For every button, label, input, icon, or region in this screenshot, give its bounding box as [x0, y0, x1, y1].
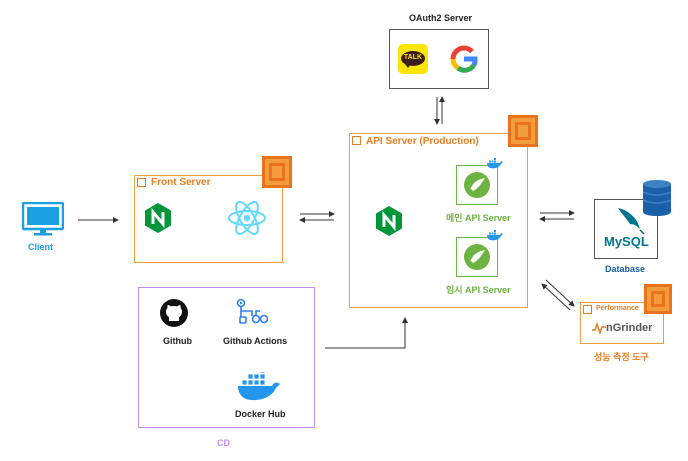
- oauth2-label: OAuth2 Server: [409, 13, 473, 23]
- front-server-label: Front Server: [151, 177, 211, 188]
- docker-hub-label: Docker Hub: [235, 409, 286, 419]
- nginx-icon: [145, 203, 171, 233]
- github-actions-icon: [236, 298, 268, 324]
- nginx-icon: [376, 206, 402, 236]
- database-label: Database: [605, 264, 646, 274]
- github-icon: [160, 299, 188, 327]
- github-actions-label: Github Actions: [223, 336, 288, 346]
- cd-label: CD: [217, 438, 230, 448]
- performance-tag-square: [583, 305, 592, 314]
- spring-icon: [464, 172, 490, 198]
- front-server-tag-square: [137, 178, 146, 187]
- spring-temp-box: [456, 237, 498, 277]
- mysql-icon: MySQL: [604, 208, 649, 249]
- api-server-tag-square: [352, 136, 361, 145]
- ngrinder-icon: [592, 322, 606, 334]
- perf-tool-label: 성능 측정 도구: [594, 352, 649, 362]
- api-server-label: API Server (Production): [366, 136, 479, 147]
- main-api-label: 메인 API Server: [446, 213, 511, 223]
- database-cylinder-icon: [643, 180, 671, 216]
- client-node: Client: [20, 202, 66, 258]
- aws-ec2-icon: [262, 156, 292, 188]
- kakao-talk-icon: TALK: [398, 44, 428, 74]
- react-icon: [228, 201, 266, 235]
- aws-ec2-icon: [644, 284, 672, 314]
- github-label: Github: [163, 336, 192, 346]
- arrow-cd-api: [325, 317, 408, 349]
- kakao-talk-text: TALK: [403, 54, 423, 61]
- docker-icon: [487, 158, 503, 169]
- monitor-icon: [22, 202, 64, 236]
- docker-icon: [487, 230, 503, 241]
- arrow-api-ngrinder: [545, 279, 575, 307]
- aws-ec2-icon: [508, 115, 538, 147]
- performance-label: Performance: [596, 305, 639, 312]
- spring-icon: [464, 244, 490, 270]
- spring-main-box: [456, 165, 498, 205]
- docker-icon: [238, 372, 280, 401]
- arrow-ngrinder-api: [541, 283, 571, 311]
- mysql-logo-text: MySQL: [604, 234, 649, 249]
- google-icon: [450, 45, 478, 73]
- ngrinder-logo-text: nGrinder: [606, 322, 653, 334]
- client-label: Client: [28, 242, 54, 252]
- temp-api-label: 임시 API Server: [446, 285, 511, 295]
